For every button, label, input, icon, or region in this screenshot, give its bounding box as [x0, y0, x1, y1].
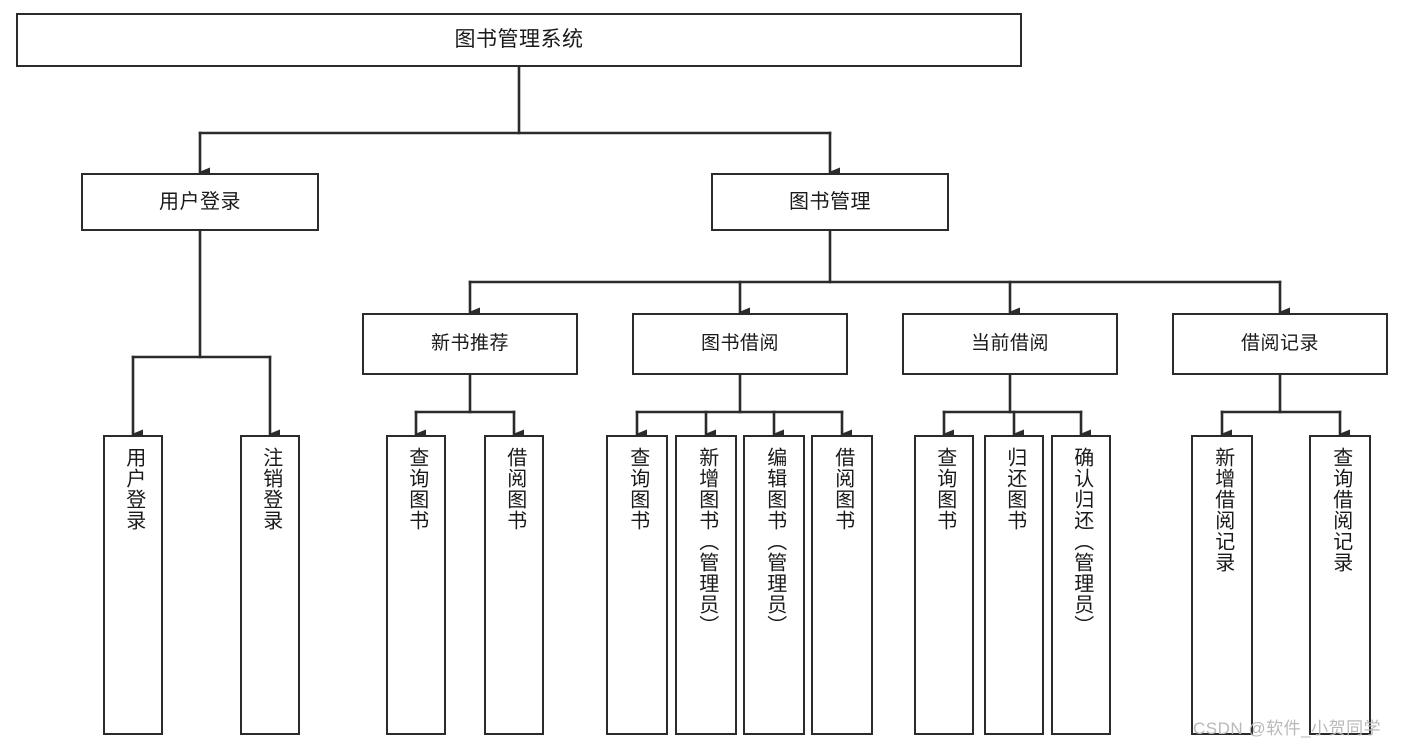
node-label: 图书借阅	[700, 333, 779, 355]
csdn-watermark: CSDN @软件_小贺同学	[1193, 719, 1382, 738]
node-leaf-confirm-return[interactable]: 确认归还（管理员）	[1051, 435, 1111, 735]
node-leaf-add-record[interactable]: 新增借阅记录	[1191, 435, 1253, 735]
node-label: 查询图书	[933, 447, 956, 531]
node-label: 查询借阅记录	[1329, 447, 1352, 573]
node-label: 借阅图书	[831, 447, 854, 531]
node-label: 查询图书	[405, 447, 428, 531]
node-book-manage[interactable]: 图书管理	[711, 173, 949, 231]
node-borrow-record[interactable]: 借阅记录	[1172, 313, 1388, 375]
node-user-login[interactable]: 用户登录	[81, 173, 319, 231]
node-label: 新书推荐	[430, 333, 509, 355]
node-label: 新增图书（管理员）	[695, 447, 718, 636]
node-leaf-query-book-2[interactable]: 查询图书	[606, 435, 668, 735]
node-leaf-user-login[interactable]: 用户登录	[103, 435, 163, 735]
node-label: 新增借阅记录	[1211, 447, 1234, 573]
node-leaf-return-book[interactable]: 归还图书	[984, 435, 1044, 735]
node-leaf-borrow-book-2[interactable]: 借阅图书	[811, 435, 873, 735]
node-leaf-user-logout[interactable]: 注销登录	[240, 435, 300, 735]
node-label: 用户登录	[122, 447, 145, 531]
node-leaf-borrow-book-1[interactable]: 借阅图书	[484, 435, 544, 735]
node-label: 确认归还（管理员）	[1070, 447, 1093, 636]
node-label: 图书管理系统	[454, 27, 584, 51]
node-current-borrow[interactable]: 当前借阅	[902, 313, 1118, 375]
node-root[interactable]: 图书管理系统	[16, 13, 1022, 67]
node-label: 借阅记录	[1240, 333, 1319, 355]
node-leaf-query-record[interactable]: 查询借阅记录	[1309, 435, 1371, 735]
node-leaf-query-book-1[interactable]: 查询图书	[386, 435, 446, 735]
node-label: 借阅图书	[503, 447, 526, 531]
node-label: 归还图书	[1003, 447, 1026, 531]
node-label: 查询图书	[626, 447, 649, 531]
node-label: 当前借阅	[970, 333, 1049, 355]
node-new-book-rec[interactable]: 新书推荐	[362, 313, 578, 375]
node-label: 用户登录	[159, 190, 241, 213]
node-label: 注销登录	[259, 447, 282, 531]
node-label: 编辑图书（管理员）	[763, 447, 786, 636]
node-leaf-query-book-3[interactable]: 查询图书	[914, 435, 974, 735]
node-label: 图书管理	[789, 190, 871, 213]
node-leaf-edit-book[interactable]: 编辑图书（管理员）	[743, 435, 805, 735]
node-book-borrow[interactable]: 图书借阅	[632, 313, 848, 375]
node-leaf-add-book[interactable]: 新增图书（管理员）	[675, 435, 737, 735]
